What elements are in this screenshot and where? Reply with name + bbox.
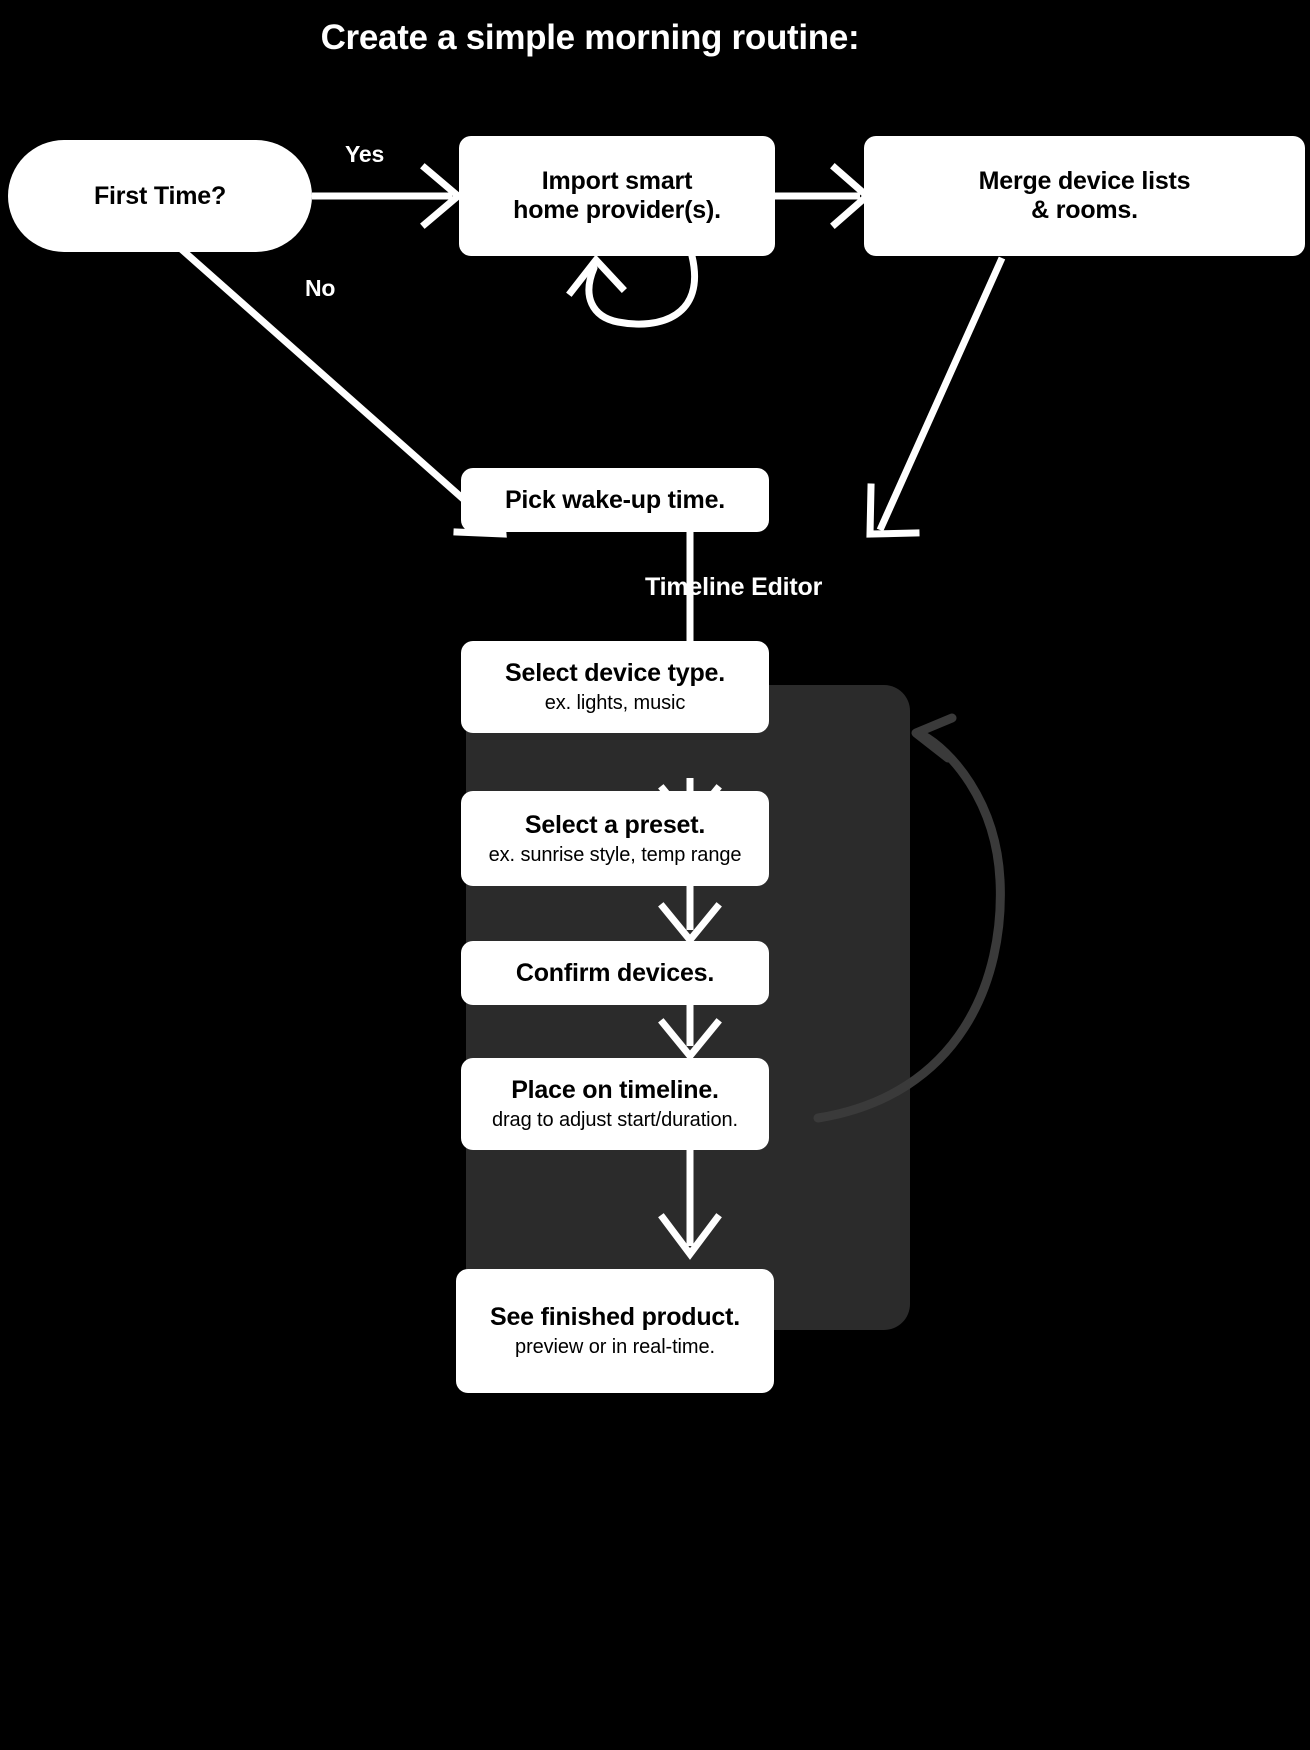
- edge-select-preset-to-confirm-devices-arrowhead: [658, 902, 722, 946]
- edge-place-on-timeline-to-select-device-type: [813, 730, 1005, 1123]
- node-import-provider[interactable]: Import smart home provider(s).: [459, 136, 775, 256]
- edge-place-on-timeline-to-select-device-type-arrowhead: [911, 713, 957, 763]
- edge-confirm-devices-to-place-on-timeline-arrowhead: [658, 1018, 722, 1062]
- edge-merge-to-pick-wakeup-arrowhead: [866, 483, 920, 538]
- node-see-finished-title: See finished product.: [490, 1303, 740, 1331]
- edge-first-time-to-pick-wakeup-line: [177, 245, 499, 531]
- node-first-time[interactable]: First Time?: [8, 140, 312, 252]
- node-select-preset-subtitle: ex. sunrise style, temp range: [488, 843, 742, 866]
- edge-place-on-timeline-to-see-finished-arrowhead: [658, 1213, 722, 1260]
- group-label-timeline-editor: Timeline Editor: [645, 573, 823, 601]
- edge-label-yes: Yes: [345, 141, 385, 167]
- edge-import-self-loop: [585, 252, 698, 328]
- node-confirm-devices[interactable]: Confirm devices.: [461, 941, 769, 1005]
- node-merge-devices[interactable]: Merge device lists & rooms.: [864, 136, 1305, 256]
- node-select-device-type-subtitle: ex. lights, music: [544, 692, 686, 714]
- edge-first-time-to-import-arrowhead: [420, 163, 464, 229]
- node-place-on-timeline-title: Place on timeline.: [511, 1076, 719, 1104]
- node-select-preset-title: Select a preset.: [524, 810, 706, 839]
- node-pick-wakeup-title: Pick wake-up time.: [504, 485, 726, 514]
- node-see-finished[interactable]: See finished product. preview or in real…: [456, 1269, 774, 1393]
- node-see-finished-subtitle: preview or in real-time.: [515, 1336, 715, 1358]
- node-merge-devices-title: Merge device lists & rooms.: [978, 167, 1191, 224]
- page-title: Create a simple morning routine:: [320, 18, 860, 57]
- node-select-device-type-title: Select device type.: [505, 659, 725, 687]
- node-select-preset[interactable]: Select a preset. ex. sunrise style, temp…: [461, 791, 769, 886]
- edge-merge-to-pick-wakeup-line: [876, 256, 1006, 532]
- node-pick-wakeup[interactable]: Pick wake-up time.: [461, 468, 769, 532]
- node-select-device-type[interactable]: Select device type. ex. lights, music: [461, 641, 769, 733]
- node-confirm-devices-title: Confirm devices.: [515, 958, 715, 987]
- edge-label-no: No: [305, 275, 336, 301]
- edge-import-self-loop-arrowhead: [566, 254, 627, 297]
- node-place-on-timeline-subtitle: drag to adjust start/duration.: [491, 1109, 739, 1131]
- node-place-on-timeline[interactable]: Place on timeline. drag to adjust start/…: [461, 1058, 769, 1150]
- node-import-provider-title: Import smart home provider(s).: [513, 167, 721, 224]
- node-first-time-title: First Time?: [93, 181, 227, 210]
